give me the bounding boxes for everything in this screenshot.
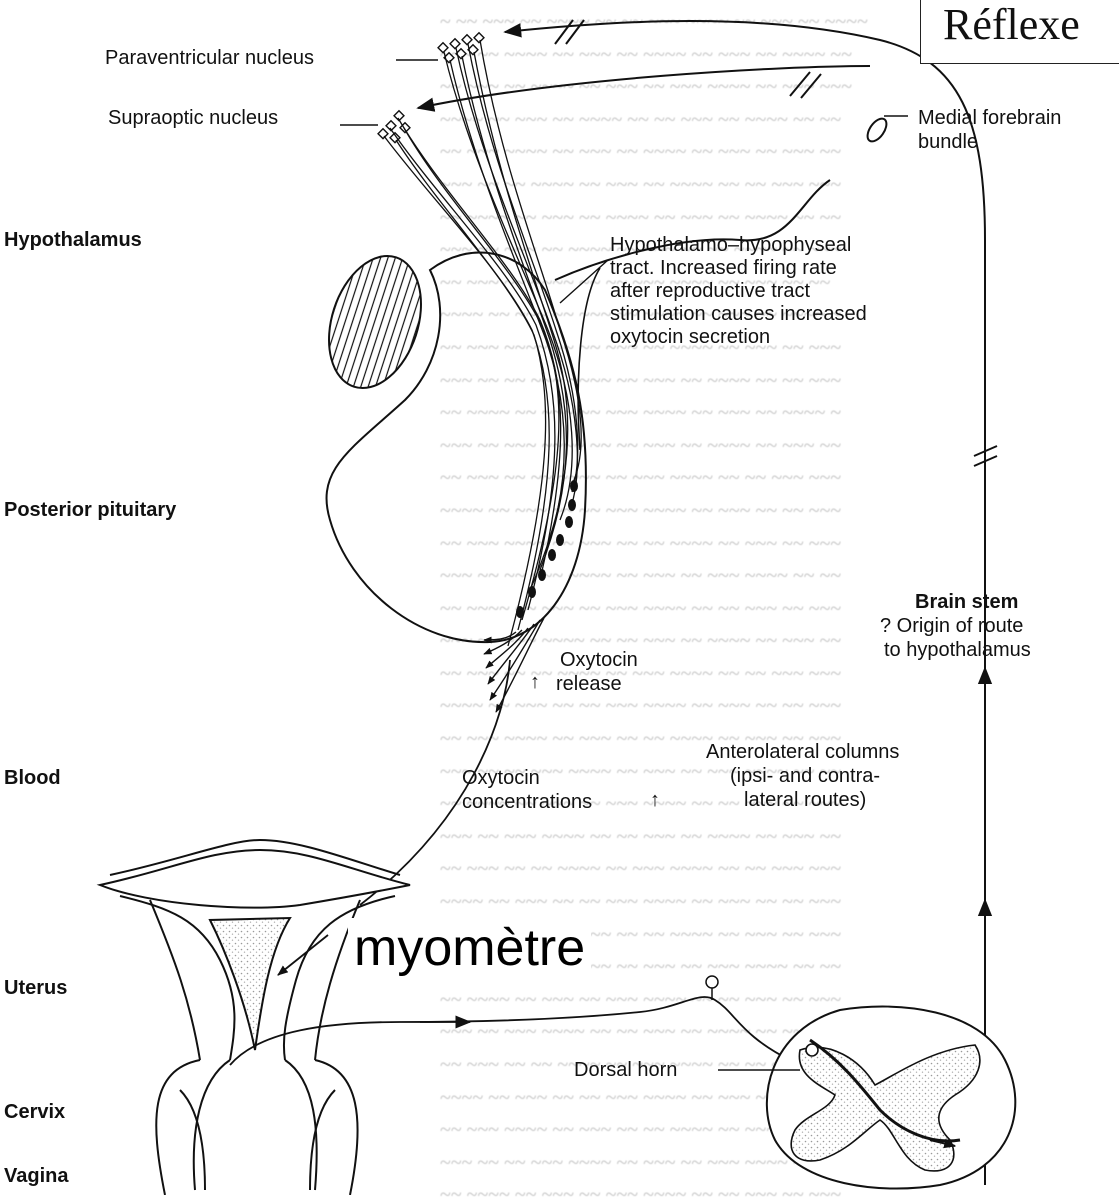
up-arrow-icon: ↑ bbox=[530, 670, 540, 694]
label-oxytocin-concentrations-2: concentrations bbox=[462, 790, 592, 814]
label-tract-line-2: tract. Increased firing rate bbox=[610, 257, 837, 280]
overlay-label-myometre: myomètre bbox=[348, 918, 591, 978]
spinal-cord-section bbox=[767, 1007, 1015, 1189]
label-tract-line-3: after reproductive tract bbox=[610, 280, 810, 303]
label-hypothalamus: Hypothalamus bbox=[4, 228, 142, 252]
label-brain-stem-origin: ? Origin of route bbox=[880, 614, 1023, 638]
up-arrow-icon: ↑ bbox=[650, 788, 660, 812]
dorsal-root-ganglion bbox=[706, 976, 718, 988]
oxytocin-release-arrows bbox=[484, 618, 544, 712]
label-tract-line-5: oxytocin secretion bbox=[610, 326, 770, 349]
label-oxytocin-concentrations-1: Oxytocin bbox=[462, 766, 540, 790]
label-medial-forebrain: Medial forebrain bbox=[918, 106, 1061, 130]
label-anterolateral-1: Anterolateral columns bbox=[706, 740, 899, 764]
label-dorsal-horn: Dorsal horn bbox=[574, 1058, 677, 1082]
label-medial-forebrain-bundle: bundle bbox=[918, 130, 978, 154]
label-tract-line-4: stimulation causes increased bbox=[610, 303, 867, 326]
label-tract-line-1: Hypothalamo–hypophyseal bbox=[610, 234, 851, 257]
label-oxytocin-release-1: Oxytocin bbox=[560, 648, 638, 672]
myometre-pointer bbox=[278, 935, 328, 975]
afferent-nerve bbox=[230, 997, 790, 1065]
slide-title: Réflexe bbox=[920, 0, 1119, 64]
label-anterolateral-3: lateral routes) bbox=[744, 788, 866, 812]
label-anterolateral-2: (ipsi- and contra- bbox=[730, 764, 880, 788]
label-supraoptic-nucleus: Supraoptic nucleus bbox=[108, 106, 278, 130]
label-blood: Blood bbox=[4, 766, 61, 790]
uterus-drawing bbox=[100, 840, 410, 1195]
optic-chiasm bbox=[313, 244, 437, 400]
medial-forebrain-bundle-marker bbox=[864, 115, 890, 144]
label-brain-stem: Brain stem bbox=[915, 590, 1018, 614]
label-brain-stem-hypothalamus: to hypothalamus bbox=[884, 638, 1031, 662]
tract-leader bbox=[560, 260, 608, 303]
label-posterior-pituitary: Posterior pituitary bbox=[4, 498, 176, 522]
label-paraventricular-nucleus: Paraventricular nucleus bbox=[105, 46, 314, 70]
label-cervix: Cervix bbox=[4, 1100, 65, 1124]
label-vagina: Vagina bbox=[4, 1164, 68, 1188]
label-uterus: Uterus bbox=[4, 976, 67, 1000]
label-oxytocin-release-2: release bbox=[556, 672, 622, 696]
